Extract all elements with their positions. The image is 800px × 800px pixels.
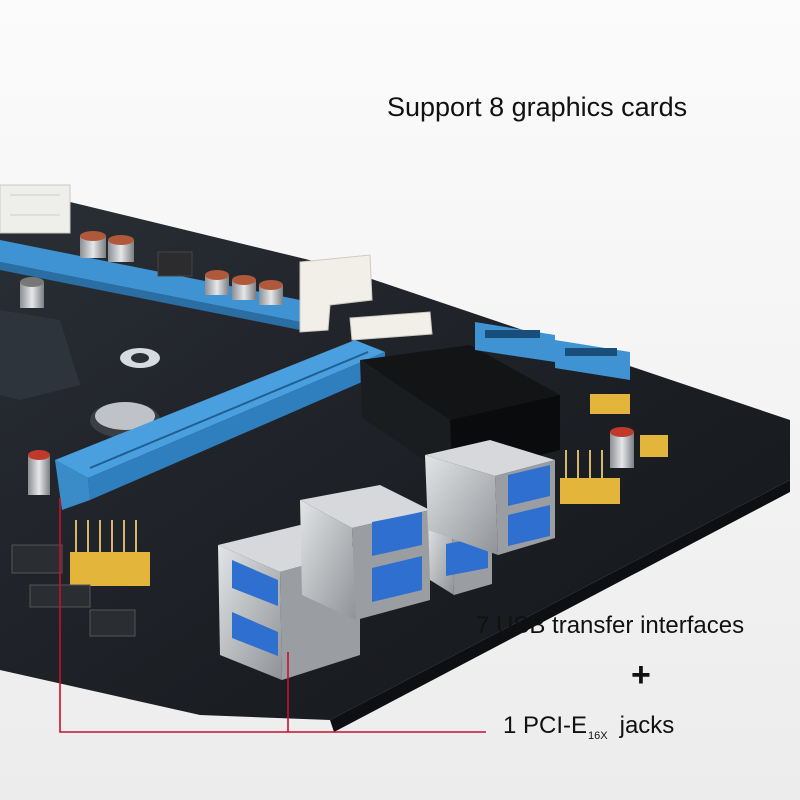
pcb-board [0,185,790,720]
callout-line [59,498,486,733]
memory-slot [0,240,300,322]
plus-sign: + [631,656,651,694]
pcie-subscript: 16X [588,730,608,742]
pin-headers [70,394,668,586]
ic-chip [89,609,136,637]
pcie-x16-slot [55,340,385,510]
cpu-socket-area [0,310,160,438]
inductor [157,251,193,277]
atx-power-connector [0,184,71,234]
slot-latch [299,254,373,333]
pcie-jack-caption: 1 PCI-E16X jacks [503,712,674,742]
capacitors [20,231,634,495]
usb-stack [300,485,430,620]
ic-chip [11,544,63,574]
headline-caption: Support 8 graphics cards [387,92,688,122]
usb-interfaces-caption: 7 USB transfer interfaces [476,612,745,639]
slot-latch [349,311,433,341]
usb-stack [425,440,555,555]
sata-ports [475,322,630,380]
pcie-label: 1 PCI-E [503,712,588,739]
pcb-edge [330,480,790,732]
pcie-suffix: jacks [619,712,675,739]
